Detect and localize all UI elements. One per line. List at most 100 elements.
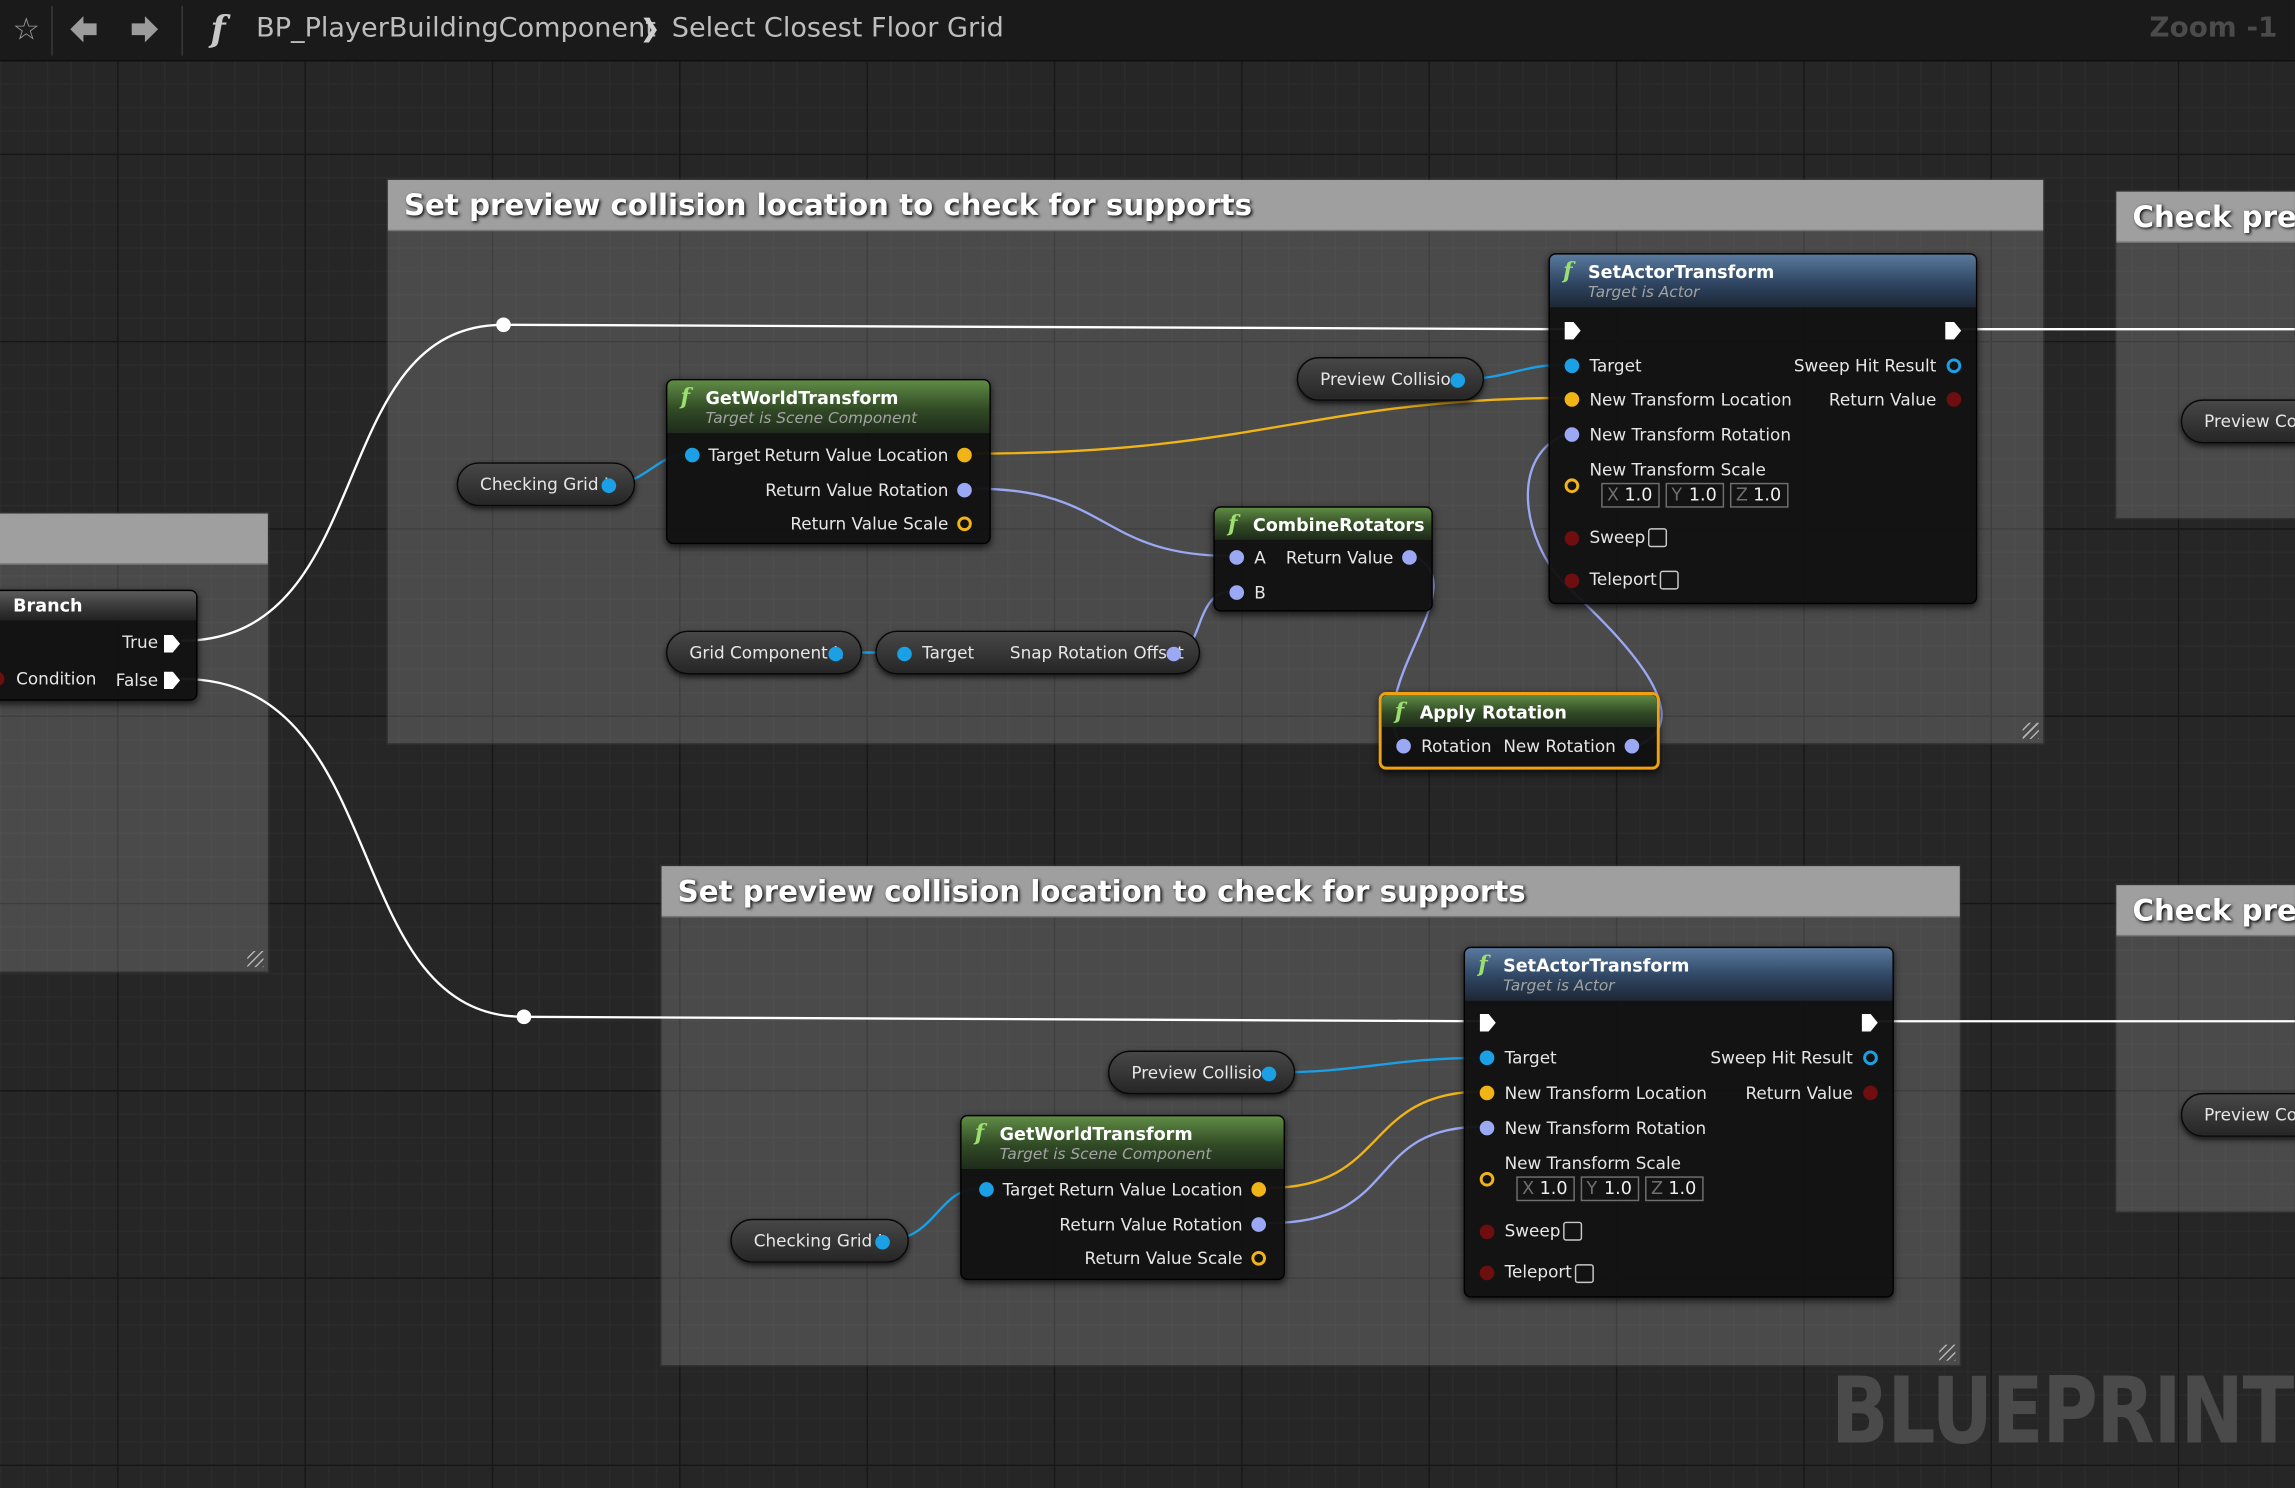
checking-grid-variable[interactable]: Checking Grid L bbox=[456, 462, 636, 507]
exec-out-pin[interactable] bbox=[1861, 1013, 1878, 1032]
comment-header[interactable]: Set preview collision location to check … bbox=[387, 179, 2044, 232]
vector-out-pin[interactable] bbox=[1251, 1250, 1267, 1266]
exec-out-pin[interactable] bbox=[163, 671, 181, 690]
grid-component-variable[interactable]: Grid Component L bbox=[665, 630, 863, 675]
rotator-in-pin[interactable] bbox=[1396, 738, 1411, 754]
vector-out-pin[interactable] bbox=[957, 447, 972, 463]
breadcrumb-blueprint[interactable]: BP_PlayerBuildingComponent bbox=[256, 13, 656, 44]
pin-label: Snap Rotation Offset bbox=[1009, 642, 1184, 663]
exec-out-pin[interactable] bbox=[163, 634, 181, 653]
comment-box-right-bottom[interactable]: Check prev bbox=[2114, 883, 2295, 1213]
comment-header[interactable]: Check prev bbox=[2116, 885, 2295, 937]
blueprint-watermark: BLUEPRINT bbox=[1830, 1357, 2294, 1465]
sweep-checkbox[interactable] bbox=[1648, 528, 1668, 548]
exec-in-pin[interactable] bbox=[1564, 321, 1581, 340]
object-in-pin[interactable] bbox=[684, 447, 700, 463]
pin-label: Target bbox=[922, 642, 975, 663]
pin-label: Return Value Location bbox=[764, 444, 949, 466]
rotator-out-pin[interactable] bbox=[1402, 550, 1417, 565]
rotator-out-pin[interactable] bbox=[1251, 1217, 1267, 1232]
get-world-transform-node[interactable]: f GetWorldTransform Target is Scene Comp… bbox=[960, 1114, 1286, 1281]
comment-title: Check prev bbox=[2132, 198, 2295, 235]
comment-header[interactable]: Check prev bbox=[2116, 191, 2295, 243]
vector-in-pin[interactable] bbox=[1564, 478, 1580, 494]
vector-out-pin[interactable] bbox=[1251, 1182, 1267, 1197]
object-in-pin[interactable] bbox=[1564, 358, 1580, 374]
object-out-pin[interactable] bbox=[1261, 1066, 1277, 1082]
preview-collision-variable[interactable]: Preview Collision bbox=[1296, 356, 1485, 401]
bool-in-pin[interactable] bbox=[1479, 1224, 1495, 1240]
struct-out-pin[interactable] bbox=[1863, 1050, 1878, 1066]
rotator-out-pin[interactable] bbox=[957, 482, 972, 498]
bool-in-pin[interactable] bbox=[1479, 1265, 1495, 1281]
apply-rotation-node[interactable]: f Apply Rotation Rotation New Rotation bbox=[1378, 692, 1660, 770]
branch-node[interactable]: Branch True Condition False bbox=[0, 589, 198, 701]
set-actor-transform-node[interactable]: f SetActorTransform Target is Actor Targ… bbox=[1548, 253, 1978, 605]
node-header: f SetActorTransform Target is Actor bbox=[1465, 948, 1893, 1001]
breadcrumb-function[interactable]: Select Closest Floor Grid bbox=[671, 13, 1004, 44]
exec-out-pin[interactable] bbox=[1945, 321, 1962, 340]
rotator-in-pin[interactable] bbox=[1564, 427, 1580, 442]
comment-resize-handle[interactable] bbox=[1939, 1344, 1956, 1361]
preview-collision-variable[interactable]: Preview Collision bbox=[1107, 1050, 1296, 1095]
object-out-pin[interactable] bbox=[875, 1234, 890, 1250]
pin-label: Target bbox=[1002, 1179, 1055, 1200]
combine-rotators-node[interactable]: f CombineRotators A Return Value B bbox=[1213, 506, 1433, 612]
pin-label: Teleport bbox=[1504, 1261, 1572, 1282]
preview-collision-variable[interactable]: Preview Coll bbox=[2180, 399, 2295, 444]
vector-in-pin[interactable] bbox=[1479, 1085, 1495, 1101]
comment-box-right-top[interactable]: Check prev bbox=[2114, 190, 2295, 520]
object-in-pin[interactable] bbox=[979, 1182, 994, 1197]
back-arrow-icon[interactable] bbox=[64, 7, 102, 51]
object-in-pin[interactable] bbox=[1479, 1050, 1495, 1066]
object-out-pin[interactable] bbox=[1450, 373, 1466, 388]
struct-out-pin[interactable] bbox=[1946, 358, 1962, 374]
vector-out-pin[interactable] bbox=[957, 516, 972, 532]
star-icon[interactable]: ☆ bbox=[12, 11, 41, 47]
variable-label: Preview Collision bbox=[1320, 368, 1462, 390]
bool-in-pin[interactable] bbox=[1564, 573, 1580, 589]
reroute-node[interactable] bbox=[516, 1009, 532, 1025]
rotator-in-pin[interactable] bbox=[1229, 550, 1245, 565]
bool-in-pin[interactable] bbox=[0, 671, 5, 687]
object-out-pin[interactable] bbox=[828, 646, 844, 662]
exec-in-pin[interactable] bbox=[1479, 1013, 1496, 1032]
comment-resize-handle[interactable] bbox=[2022, 722, 2039, 739]
node-header: f GetWorldTransform Target is Scene Comp… bbox=[667, 380, 990, 434]
vector-in-pin[interactable] bbox=[1564, 392, 1580, 407]
comment-box-branch[interactable] bbox=[0, 512, 270, 973]
object-out-pin[interactable] bbox=[601, 478, 617, 494]
forward-arrow-icon[interactable] bbox=[126, 7, 164, 51]
teleport-checkbox[interactable] bbox=[1574, 1264, 1594, 1284]
checking-grid-variable[interactable]: Checking Grid L bbox=[730, 1218, 909, 1263]
bool-out-pin[interactable] bbox=[1863, 1085, 1878, 1101]
rotator-in-pin[interactable] bbox=[1229, 585, 1245, 600]
sweep-checkbox[interactable] bbox=[1563, 1221, 1583, 1241]
bool-in-pin[interactable] bbox=[1564, 531, 1580, 546]
comment-resize-handle[interactable] bbox=[247, 951, 264, 968]
node-header: f GetWorldTransform Target is Scene Comp… bbox=[961, 1116, 1284, 1170]
vector-in-pin[interactable] bbox=[1479, 1171, 1495, 1187]
get-world-transform-node[interactable]: f GetWorldTransform Target is Scene Comp… bbox=[665, 378, 991, 545]
pin-label: Target bbox=[708, 444, 761, 466]
teleport-checkbox[interactable] bbox=[1659, 570, 1679, 590]
comment-header[interactable]: Set preview collision location to check … bbox=[661, 866, 1960, 918]
bool-out-pin[interactable] bbox=[1946, 392, 1962, 407]
rotator-out-pin[interactable] bbox=[1624, 738, 1640, 754]
variable-label: Checking Grid L bbox=[480, 474, 614, 495]
toolbar-separator bbox=[51, 5, 53, 56]
rotator-in-pin[interactable] bbox=[1479, 1120, 1495, 1136]
object-in-pin[interactable] bbox=[897, 646, 912, 662]
comment-header[interactable] bbox=[0, 513, 268, 565]
preview-collision-variable[interactable]: Preview Coll bbox=[2180, 1092, 2295, 1137]
rotator-out-pin[interactable] bbox=[1166, 646, 1182, 662]
set-actor-transform-node[interactable]: f SetActorTransform Target is Actor Targ… bbox=[1463, 946, 1894, 1298]
snap-rotation-offset-getter[interactable]: Target Snap Rotation Offset bbox=[875, 630, 1201, 675]
